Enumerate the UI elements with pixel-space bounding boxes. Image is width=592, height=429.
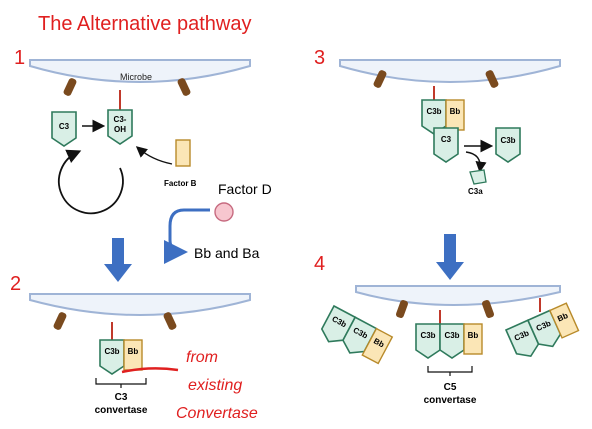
factor-d-protein: [214, 202, 234, 222]
c5-convertase-line1: C5: [444, 382, 457, 393]
receptor-right: [177, 78, 191, 96]
convertase-bracket-4: [427, 366, 473, 376]
left-bb-label: Bb: [372, 336, 386, 349]
c3-protein-3: C3: [433, 127, 459, 163]
microbe-membrane-2: [29, 293, 251, 316]
center-c3b-a: C3b: [415, 323, 441, 359]
microbe-label: Microbe: [120, 72, 152, 82]
left-c3b-a: C3b: [317, 305, 356, 349]
panel-3: C3b Bb C3 C3b C3a: [339, 59, 561, 196]
c3b-label-2: C3b: [104, 347, 119, 356]
right-bb: Bb: [549, 302, 580, 339]
c5-convertase-line2: convertase: [424, 395, 477, 406]
handwritten-underline: [121, 367, 179, 374]
right-bb-label: Bb: [556, 311, 570, 324]
c3a-fragment: [469, 169, 487, 185]
cycle-arrow: [57, 149, 124, 215]
cleavage-arrow: [163, 208, 210, 264]
c3b-protein-3: C3b: [421, 99, 447, 135]
bb-label-3: Bb: [450, 107, 461, 116]
step-number-3: 3: [314, 47, 325, 69]
microbe-membrane-3: [339, 59, 561, 83]
panel-4: C3b C3b Bb C3b C3b Bb C5 convertase C3b: [317, 285, 580, 406]
center-cluster: C3b C3b Bb: [415, 323, 483, 359]
factor-b-protein: [175, 139, 191, 167]
receptor-right-4: [482, 300, 494, 318]
page-title: The Alternative pathway: [38, 13, 251, 35]
factor-b-to-c3oh-arrow: [135, 146, 173, 165]
arrow-1-to-2: [104, 238, 132, 282]
c3a-label: C3a: [468, 187, 483, 196]
c3-convertase-line1: C3: [115, 392, 128, 403]
release-c3a-arrow: [465, 151, 487, 173]
panel-2: C3b Bb C3 convertase from existing Conve…: [29, 293, 258, 422]
center-bb-label: Bb: [468, 331, 479, 340]
c3-protein: C3: [51, 111, 77, 147]
center-c3b-a-label: C3b: [420, 331, 435, 340]
receptor-left-4: [396, 300, 408, 318]
receptor-left-2: [53, 312, 67, 330]
released-c3b-protein: C3b: [495, 127, 521, 163]
handwritten-from: from: [186, 349, 218, 366]
microbe-membrane: [29, 59, 251, 83]
handwritten-existing: existing: [188, 377, 242, 394]
c3-label-3: C3: [441, 135, 452, 144]
center-bb: Bb: [463, 323, 483, 355]
left-bb: Bb: [361, 327, 393, 365]
left-c3b-b: C3b: [338, 316, 378, 360]
factor-d-label: Factor D: [218, 181, 272, 197]
c3-convertase-line2: convertase: [95, 405, 148, 416]
center-c3b-b-label: C3b: [444, 331, 459, 340]
receptor-left: [63, 78, 77, 96]
c3oh-label-line1: C3-: [114, 115, 127, 124]
bb-label-2: Bb: [128, 347, 139, 356]
step-number-1: 1: [14, 47, 25, 69]
handwritten-convertase: Convertase: [176, 405, 258, 422]
panel-1: Microbe C3 C3- OH Factor B Factor D Bb a…: [29, 59, 272, 264]
right-c3b-a: C3b: [505, 319, 543, 362]
receptor-right-3: [485, 70, 499, 88]
c3-label: C3: [59, 122, 70, 131]
microbe-membrane-4: [355, 285, 561, 306]
step-number-4: 4: [314, 253, 325, 275]
bb-protein-3: Bb: [445, 99, 465, 131]
c3b-protein-2: C3b: [99, 339, 125, 375]
receptor-left-3: [373, 70, 387, 88]
c3-oh-protein: C3- OH: [107, 109, 133, 145]
factor-b-label: Factor B: [164, 179, 197, 188]
c3oh-label-line2: OH: [114, 125, 126, 134]
convertase-bracket-2: [95, 378, 147, 388]
right-cluster: C3b C3b Bb: [505, 302, 580, 362]
receptor-right-2: [163, 312, 177, 330]
bb-ba-label: Bb and Ba: [194, 245, 260, 261]
center-c3b-b: C3b: [439, 323, 465, 359]
bb-protein-2: Bb: [123, 339, 143, 371]
left-cluster: C3b C3b Bb: [317, 305, 393, 365]
step-number-2: 2: [10, 273, 21, 295]
released-c3b-label: C3b: [500, 136, 515, 145]
c3b-label-3: C3b: [426, 107, 441, 116]
right-c3b-b: C3b: [527, 309, 565, 353]
arrow-3-to-4: [436, 234, 464, 280]
